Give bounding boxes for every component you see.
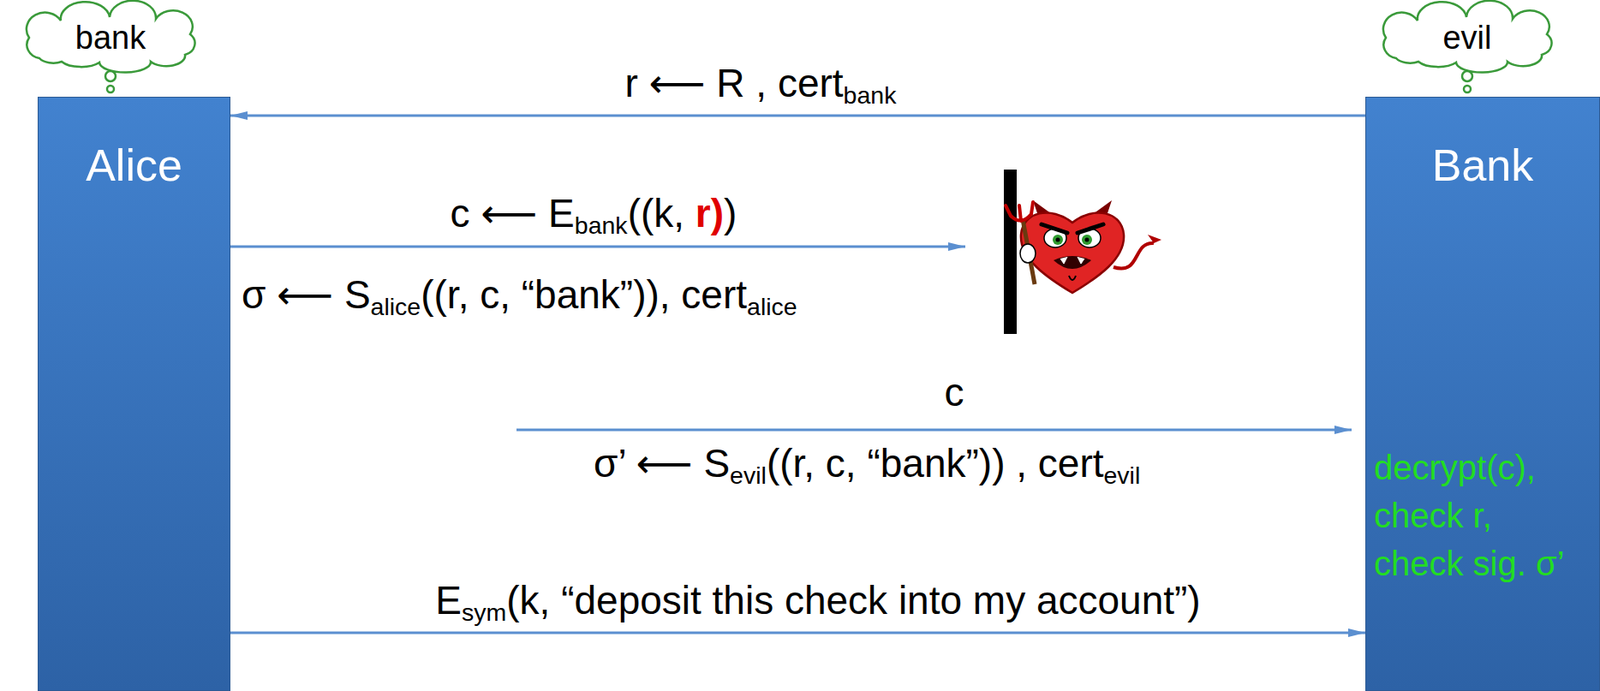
devil-attacker — [1005, 200, 1162, 293]
thought-bubble — [1462, 71, 1473, 82]
node-title: bank — [75, 18, 146, 59]
party-column: Bank decrypt(c), check r, check sig. σ’ — [1365, 96, 1600, 691]
text-run: Bank — [1432, 140, 1535, 191]
party-column: Alice — [37, 96, 231, 691]
message-label: r ⟵ R , certbank — [625, 59, 897, 108]
message-label: c ⟵ Ebank((k, r)) — [450, 190, 738, 238]
text-run: ((k, — [627, 191, 696, 236]
text-run: evil — [1442, 19, 1492, 56]
text-run: Alice — [85, 140, 183, 191]
text-run: decrypt(c), check r, check sig. σ’ — [1373, 448, 1565, 583]
text-run: σ ⟵ S — [241, 272, 371, 317]
thought-cloud: bank — [13, 10, 208, 67]
message-arrow — [230, 245, 966, 249]
text-run: ) — [723, 191, 737, 236]
subscript: bank — [843, 81, 897, 109]
message-arrow — [230, 114, 1366, 118]
subscript: bank — [574, 211, 628, 239]
text-run: c ⟵ E — [450, 191, 575, 236]
wall-bar — [1003, 169, 1017, 335]
message-arrow — [230, 632, 1366, 635]
subscript: sym — [461, 598, 507, 627]
thought-bubble — [107, 85, 114, 93]
node-title: Bank — [1366, 97, 1600, 192]
text-run: r) — [695, 191, 724, 236]
text-run: c — [944, 370, 965, 415]
subscript: evil — [729, 461, 767, 490]
node-title: Alice — [38, 97, 230, 192]
text-run: r ⟵ R , cert — [625, 60, 844, 106]
text-run: (k, “deposit this check into my account”… — [506, 578, 1200, 623]
text-run: E — [435, 578, 462, 623]
message-label: c — [944, 369, 965, 417]
text-run: ((r, c, “bank”)), cert — [420, 272, 747, 317]
text-run: σ’ ⟵ S — [593, 441, 730, 486]
text-run: bank — [75, 19, 146, 56]
message-label: Esym(k, “deposit this check into my acco… — [435, 577, 1200, 625]
message-label: σ’ ⟵ Sevil((r, c, “bank”)) , certevil — [593, 440, 1141, 488]
node-note: decrypt(c), check r, check sig. σ’ — [1373, 443, 1573, 588]
thought-cloud: evil — [1370, 10, 1565, 67]
node-title: evil — [1442, 18, 1492, 59]
text-run: ((r, c, “bank”)) , cert — [766, 441, 1105, 486]
message-label: σ ⟵ Salice((r, c, “bank”)), certalice — [241, 271, 798, 319]
message-arrow — [516, 429, 1352, 432]
subscript: alice — [746, 292, 798, 321]
thought-bubble — [105, 71, 116, 82]
thought-bubble — [1463, 85, 1471, 93]
subscript: alice — [370, 292, 422, 321]
subscript: evil — [1103, 461, 1141, 490]
